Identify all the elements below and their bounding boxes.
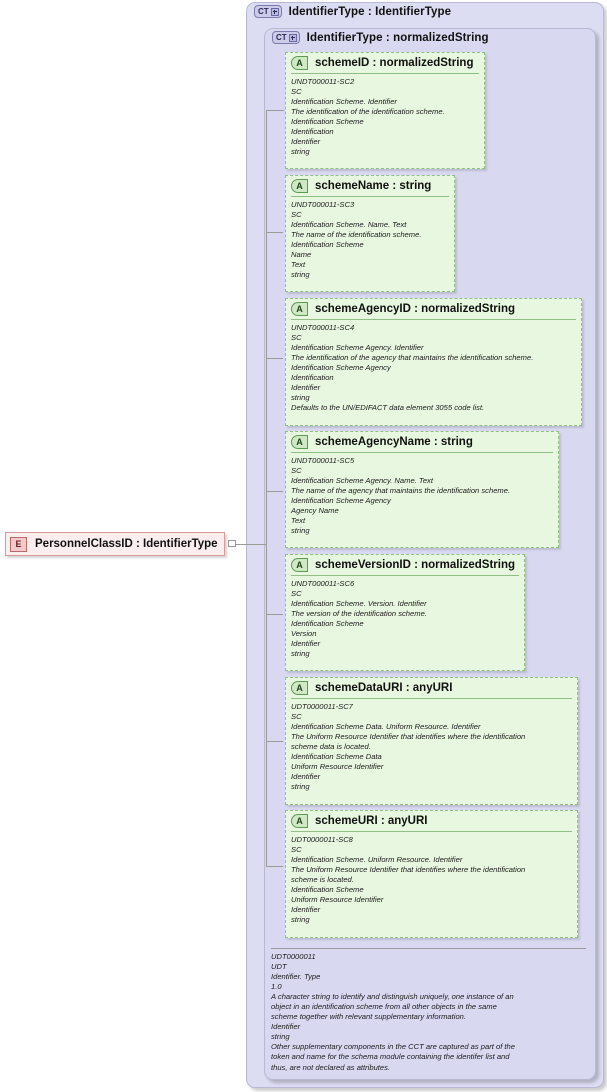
attribute-icon: A [291, 681, 308, 695]
attribute-documentation: UDT0000011-SC7 SC Identification Scheme … [291, 702, 526, 792]
attribute-title: schemeVersionID : normalizedString [315, 559, 516, 571]
connector-branch [266, 741, 283, 742]
expand-plus-icon[interactable] [288, 33, 297, 42]
connector-branch [266, 358, 283, 359]
connector-branch [266, 110, 283, 111]
attribute-documentation: UNDT000011-SC6 SC Identification Scheme.… [291, 579, 427, 659]
attribute-documentation: UNDT000011-SC2 SC Identification Scheme.… [291, 77, 445, 157]
attribute-title: schemeName : string [315, 180, 432, 192]
complextype-icon[interactable]: CT [272, 31, 300, 44]
attribute-documentation: UDT0000011-SC8 SC Identification Scheme.… [291, 835, 526, 925]
complextype-inner-header[interactable]: CT IdentifierType : normalizedString [272, 31, 489, 44]
connector-riser [283, 110, 284, 111]
attribute-box-schemeVersionID[interactable]: A schemeVersionID : normalizedString UND… [285, 554, 525, 671]
attribute-documentation: UNDT000011-SC4 SC Identification Scheme … [291, 323, 534, 413]
attribute-header: A schemeVersionID : normalizedString [291, 558, 519, 576]
attribute-box-schemeDataURI[interactable]: A schemeDataURI : anyURI UDT0000011-SC7 … [285, 677, 578, 805]
attribute-box-schemeName[interactable]: A schemeName : string UNDT000011-SC3 SC … [285, 175, 455, 292]
attribute-header: A schemeDataURI : anyURI [291, 681, 572, 699]
attribute-documentation: UNDT000011-SC5 SC Identification Scheme … [291, 456, 511, 536]
attribute-box-schemeURI[interactable]: A schemeURI : anyURI UDT0000011-SC8 SC I… [285, 810, 578, 938]
complextype-outer-header[interactable]: CT IdentifierType : IdentifierType [254, 5, 451, 18]
type-documentation-text: UDT0000011 UDT Identifier. Type 1.0 A ch… [271, 952, 515, 1072]
complextype-outer-title: IdentifierType : IdentifierType [288, 5, 452, 18]
attribute-header: A schemeURI : anyURI [291, 814, 572, 832]
attribute-box-schemeAgencyName[interactable]: A schemeAgencyName : string UNDT000011-S… [285, 431, 559, 548]
connector-branch [266, 614, 283, 615]
attribute-icon: A [291, 56, 308, 70]
attribute-documentation: UNDT000011-SC3 SC Identification Scheme.… [291, 200, 422, 280]
complextype-icon[interactable]: CT [254, 5, 282, 18]
type-documentation: UDT0000011 UDT Identifier. Type 1.0 A ch… [271, 948, 586, 1073]
attribute-icon: A [291, 558, 308, 572]
attribute-icon: A [291, 179, 308, 193]
divider [271, 948, 586, 949]
connector-trunk [266, 110, 267, 866]
expand-plus-icon[interactable] [270, 7, 279, 16]
attribute-box-schemeID[interactable]: A schemeID : normalizedString UNDT000011… [285, 52, 485, 169]
attribute-title: schemeID : normalizedString [315, 57, 474, 69]
attribute-box-schemeAgencyID[interactable]: A schemeAgencyID : normalizedString UNDT… [285, 298, 582, 426]
element-expand-stub[interactable] [228, 540, 236, 547]
attribute-header: A schemeAgencyName : string [291, 435, 553, 453]
attribute-header: A schemeID : normalizedString [291, 56, 479, 74]
attribute-icon: A [291, 814, 308, 828]
attribute-icon: A [291, 435, 308, 449]
attribute-title: schemeDataURI : anyURI [315, 682, 453, 694]
connector-branch [266, 232, 283, 233]
attribute-header: A schemeName : string [291, 179, 449, 197]
attribute-title: schemeURI : anyURI [315, 815, 428, 827]
element-icon: E [10, 536, 27, 552]
element-node-personnelclassid[interactable]: E PersonnelClassID : IdentifierType [5, 532, 225, 556]
attribute-title: schemeAgencyID : normalizedString [315, 303, 516, 315]
attribute-header: A schemeAgencyID : normalizedString [291, 302, 576, 320]
attribute-title: schemeAgencyName : string [315, 436, 473, 448]
connector-line [236, 544, 266, 545]
element-node-title: PersonnelClassID : IdentifierType [35, 538, 218, 550]
connector-branch [266, 491, 283, 492]
complextype-inner-title: IdentifierType : normalizedString [306, 31, 489, 44]
attribute-icon: A [291, 302, 308, 316]
connector-branch [266, 866, 283, 867]
